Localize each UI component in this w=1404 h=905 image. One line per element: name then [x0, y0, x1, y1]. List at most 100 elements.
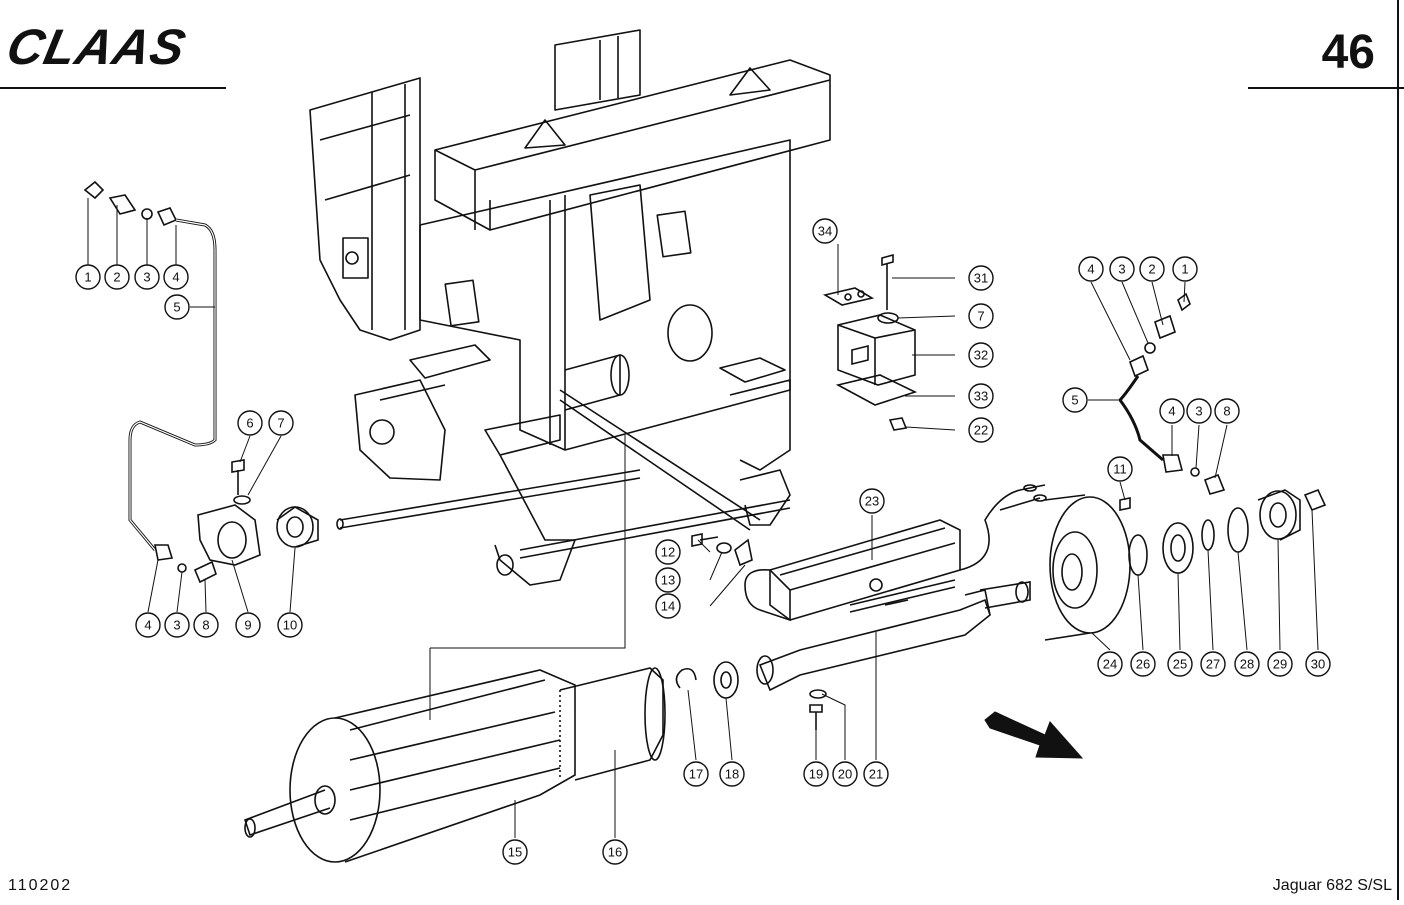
callout-p3b: 3	[164, 612, 190, 638]
callout-p4d: 4	[1159, 398, 1185, 424]
callout-label: 18	[725, 767, 739, 782]
callout-p23: 23	[859, 488, 885, 514]
callout-label: 11	[1113, 462, 1127, 477]
callout-p22: 22	[968, 417, 994, 443]
callout-label: 9	[244, 618, 251, 633]
callout-p8b: 8	[1214, 398, 1240, 424]
callout-label: 25	[1173, 657, 1187, 672]
leader-lines	[87, 198, 1319, 838]
callout-label: 10	[283, 618, 297, 633]
callout-label: 3	[1195, 404, 1202, 419]
callouts: 1 2 3 4 5 6 7 4 3 8 9 10 34 31 7 32 33 2…	[75, 218, 1331, 865]
callout-label: 7	[977, 309, 984, 324]
page-number: 46	[1322, 26, 1375, 79]
footer: 110202 Jaguar 682 S/SL	[8, 877, 1392, 894]
direction-arrow	[984, 711, 1084, 759]
callout-p5a: 5	[164, 294, 190, 320]
callout-p16: 16	[602, 839, 628, 865]
callout-label: 6	[246, 416, 253, 431]
callout-label: 3	[173, 618, 180, 633]
callout-label: 3	[1118, 262, 1125, 277]
callout-p33: 33	[968, 383, 994, 409]
callout-p8a: 8	[193, 612, 219, 638]
callout-p24: 24	[1097, 651, 1123, 677]
callout-label: 3	[143, 270, 150, 285]
callout-label: 29	[1273, 657, 1287, 672]
callout-p1a: 1	[75, 264, 101, 290]
callout-label: 14	[661, 599, 675, 614]
clamp-assembly	[822, 253, 918, 431]
callout-label: 4	[1168, 404, 1175, 419]
callout-p7a: 7	[268, 410, 294, 436]
callout-p3a: 3	[134, 264, 160, 290]
callout-p11: 11	[1107, 456, 1133, 482]
callout-p4c: 4	[1078, 256, 1104, 282]
callout-label: 26	[1136, 657, 1150, 672]
callout-label: 31	[974, 271, 988, 286]
callout-p6: 6	[237, 410, 263, 436]
callout-label: 8	[1223, 404, 1230, 419]
callout-p15: 15	[502, 839, 528, 865]
callout-p31: 31	[968, 265, 994, 291]
tray-assembly	[691, 484, 1047, 730]
callout-label: 1	[1181, 262, 1188, 277]
callout-label: 12	[661, 545, 675, 560]
callout-label: 7	[277, 416, 284, 431]
callout-p25: 25	[1167, 651, 1193, 677]
callout-p3c: 3	[1109, 256, 1135, 282]
callout-label: 4	[144, 618, 151, 633]
callout-label: 27	[1206, 657, 1220, 672]
callout-label: 28	[1240, 657, 1254, 672]
callout-p30: 30	[1305, 651, 1331, 677]
callout-p10: 10	[277, 612, 303, 638]
callout-p27: 27	[1200, 651, 1226, 677]
callout-p20: 20	[832, 761, 858, 787]
callout-label: 4	[1087, 262, 1094, 277]
right-lube-line	[1118, 292, 1226, 511]
callout-label: 19	[809, 767, 823, 782]
callout-label: 16	[608, 845, 622, 860]
callout-p21: 21	[863, 761, 889, 787]
callout-p28: 28	[1234, 651, 1260, 677]
callout-label: 8	[202, 618, 209, 633]
callout-label: 23	[865, 494, 879, 509]
callout-label: 2	[1148, 262, 1155, 277]
callout-label: 5	[1071, 393, 1078, 408]
callout-p34: 34	[812, 218, 838, 244]
callout-p5b: 5	[1062, 387, 1088, 413]
callout-p29: 29	[1267, 651, 1293, 677]
callout-label: 2	[113, 270, 120, 285]
callout-p17: 17	[683, 761, 709, 787]
callout-p14: 14	[655, 593, 681, 619]
callout-p7b: 7	[968, 303, 994, 329]
callout-p4b: 4	[135, 612, 161, 638]
callout-p2b: 2	[1139, 256, 1165, 282]
callout-p9: 9	[235, 612, 261, 638]
callout-label: 1	[84, 270, 91, 285]
callout-p19: 19	[803, 761, 829, 787]
model-name: Jaguar 682 S/SL	[1273, 877, 1392, 894]
brand-logo: CLAAS	[2, 19, 191, 75]
main-frame-drawing	[309, 29, 831, 586]
callout-label: 4	[172, 270, 179, 285]
callout-p13: 13	[655, 567, 681, 593]
callout-label: 20	[838, 767, 852, 782]
callout-label: 15	[508, 845, 522, 860]
roller-assembly	[243, 661, 739, 863]
callout-label: 32	[974, 348, 988, 363]
callout-label: 21	[869, 767, 883, 782]
callout-label: 33	[974, 389, 988, 404]
callout-label: 17	[689, 767, 703, 782]
callout-label: 13	[661, 573, 675, 588]
callout-p26: 26	[1130, 651, 1156, 677]
callout-p18: 18	[719, 761, 745, 787]
callout-label: 34	[818, 224, 832, 239]
callout-p3d: 3	[1186, 398, 1212, 424]
callout-p32: 32	[968, 342, 994, 368]
callout-p1b: 1	[1172, 256, 1198, 282]
callout-label: 24	[1103, 657, 1117, 672]
callout-label: 5	[173, 300, 180, 315]
